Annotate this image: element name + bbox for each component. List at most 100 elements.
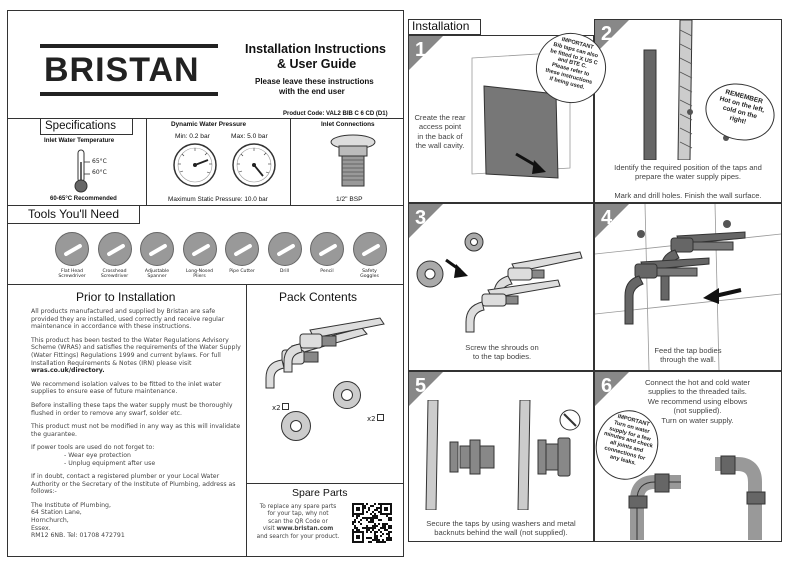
step-2-number: 2 — [595, 20, 629, 54]
pliers-icon — [182, 232, 217, 266]
prior-p5: This product must not be modified in any… — [31, 423, 241, 438]
tool-item: Drill — [265, 232, 305, 288]
step-6-number: 6 — [595, 372, 629, 406]
tool-item: Pipe Cutter — [222, 232, 262, 288]
subtitle-line1: Please leave these instructions — [255, 77, 374, 86]
checkbox-icon — [376, 414, 384, 421]
pack-heading: Pack Contents — [279, 290, 358, 304]
pencil-icon — [310, 232, 344, 266]
goggles-icon — [352, 232, 387, 266]
title-line2: & User Guide — [277, 57, 357, 71]
spanner-icon — [140, 232, 174, 266]
inlet-connector-icon — [327, 132, 379, 192]
tool-label-line2: Screwdriver — [58, 274, 86, 279]
inlet-conn-label: Inlet Connections — [321, 121, 375, 128]
shroud-ring-icon — [333, 381, 361, 409]
max-label: Max: 5.0 bar — [231, 133, 268, 140]
pipe-cutter-icon — [225, 232, 259, 266]
elbow-connection-illustration — [615, 430, 780, 540]
drill-icon — [267, 232, 302, 266]
address-line-5: RM12 6NB. Tel: 01708 472791 — [31, 532, 125, 540]
prior-p1: All products manufactured and supplied b… — [31, 308, 225, 331]
shroud-qty-text: x2 — [367, 415, 376, 423]
min-label: Min: 0.2 bar — [175, 133, 210, 140]
brand-logo: BRISTAN — [40, 44, 218, 96]
column-divider — [246, 284, 247, 557]
wras-link[interactable]: wras.co.uk/directory. — [31, 367, 105, 375]
step-1-number: 1 — [409, 36, 443, 70]
dynamic-label: Dynamic Water Pressure — [171, 121, 247, 128]
step-4-number: 4 — [595, 204, 629, 238]
static-label: Maximum Static Pressure: 10.0 bar — [168, 196, 268, 203]
max-pressure-gauge-icon — [231, 142, 277, 188]
install-heading-box — [408, 19, 481, 35]
logo-text: BRISTAN — [44, 51, 200, 89]
prior-rule-top — [7, 284, 404, 285]
specs-heading: Specifications — [45, 120, 116, 132]
prior-p6: If power tools are used do not forget to… — [31, 444, 155, 452]
tap-illustration — [252, 316, 397, 406]
thermometer-icon — [66, 148, 96, 194]
prior-p6-b2: - Unplug equipment after use — [64, 459, 156, 467]
tool-item: Pencil — [307, 232, 347, 288]
step-5-caption: Secure the taps by using washers and met… — [426, 519, 576, 538]
spare-line4: visit www.bristan.com — [248, 526, 348, 533]
shroud-tap-illustration — [412, 230, 588, 340]
tool-label-line1: Long-Nosed — [185, 269, 214, 274]
step-1-caption: Create the rear access point in the back… — [414, 113, 466, 151]
prior-heading: Prior to Installation — [76, 290, 176, 304]
spare-visit: visit — [262, 526, 277, 533]
spec-divider-2 — [290, 119, 291, 205]
product-code: Product Code: VAL2 BIB C 6 CD (D1) — [283, 111, 388, 117]
tap-qty-text: x2 — [272, 404, 281, 412]
spare-text: To replace any spare parts for your tap,… — [248, 504, 348, 541]
prior-body: All products manufactured and supplied b… — [31, 308, 243, 540]
spec-divider-1 — [146, 119, 147, 205]
tools-heading-box — [7, 206, 140, 224]
prior-p3: We recommend isolation valves to be fitt… — [31, 380, 222, 396]
tool-label-line1: Adjustable — [144, 269, 170, 274]
prior-p2: This product has been tested to the Wate… — [31, 337, 243, 375]
prior-p6-b1: - Wear eye protection — [64, 451, 131, 459]
logo-rule-top — [40, 44, 218, 48]
spare-line5: and search for your product. — [256, 533, 340, 540]
left-page — [7, 10, 404, 557]
shroud-qty: x2 — [367, 414, 384, 423]
title-line1: Installation Instructions — [245, 42, 386, 56]
temp-65: 65°C — [92, 158, 107, 165]
tool-label-line1: Pencil — [320, 269, 334, 274]
address-line-3: Hornchurch, — [31, 517, 69, 525]
subtitle-line2: with the end user — [279, 87, 345, 96]
temp-recommended: 60-65°C Recommended — [50, 196, 117, 202]
tiled-wall-illustration — [595, 204, 781, 370]
step-3-caption: Screw the shrouds on to the tap bodies. — [465, 343, 539, 362]
bristan-link[interactable]: www.bristan.com — [276, 526, 334, 533]
address-line-1: The Institute of Plumbing, — [31, 501, 111, 509]
spec-rule-top — [7, 118, 404, 119]
spare-line3: scan the QR Code or — [268, 518, 328, 525]
install-heading: Installation — [412, 19, 470, 33]
tool-label-line2: Pliers — [193, 274, 206, 279]
shroud-ring-icon-2 — [281, 411, 311, 441]
tap-qty: x2 — [272, 403, 289, 412]
min-pressure-gauge-icon — [172, 142, 218, 188]
spare-line1: To replace any spare parts — [259, 504, 337, 510]
specs-heading-box — [40, 119, 133, 135]
tool-label-line1: Safety — [362, 269, 377, 274]
tool-label-line2: Screwdriver — [100, 274, 129, 279]
tools-heading: Tools You'll Need — [28, 207, 120, 221]
address-line-2: 64 Station Lane, — [31, 509, 82, 517]
checkbox-icon — [281, 403, 289, 410]
backnut-illustration — [420, 399, 585, 511]
prior-p2-text: This product has been tested to the Wate… — [31, 336, 241, 367]
spare-rule-top — [246, 483, 404, 484]
flat-screwdriver-icon — [55, 232, 89, 266]
qr-code-icon[interactable] — [352, 503, 392, 543]
tool-label-line1: Drill — [279, 269, 290, 274]
tools-rule-top — [7, 205, 404, 206]
prior-p7: If in doubt, contact a registered plumbe… — [31, 473, 236, 496]
